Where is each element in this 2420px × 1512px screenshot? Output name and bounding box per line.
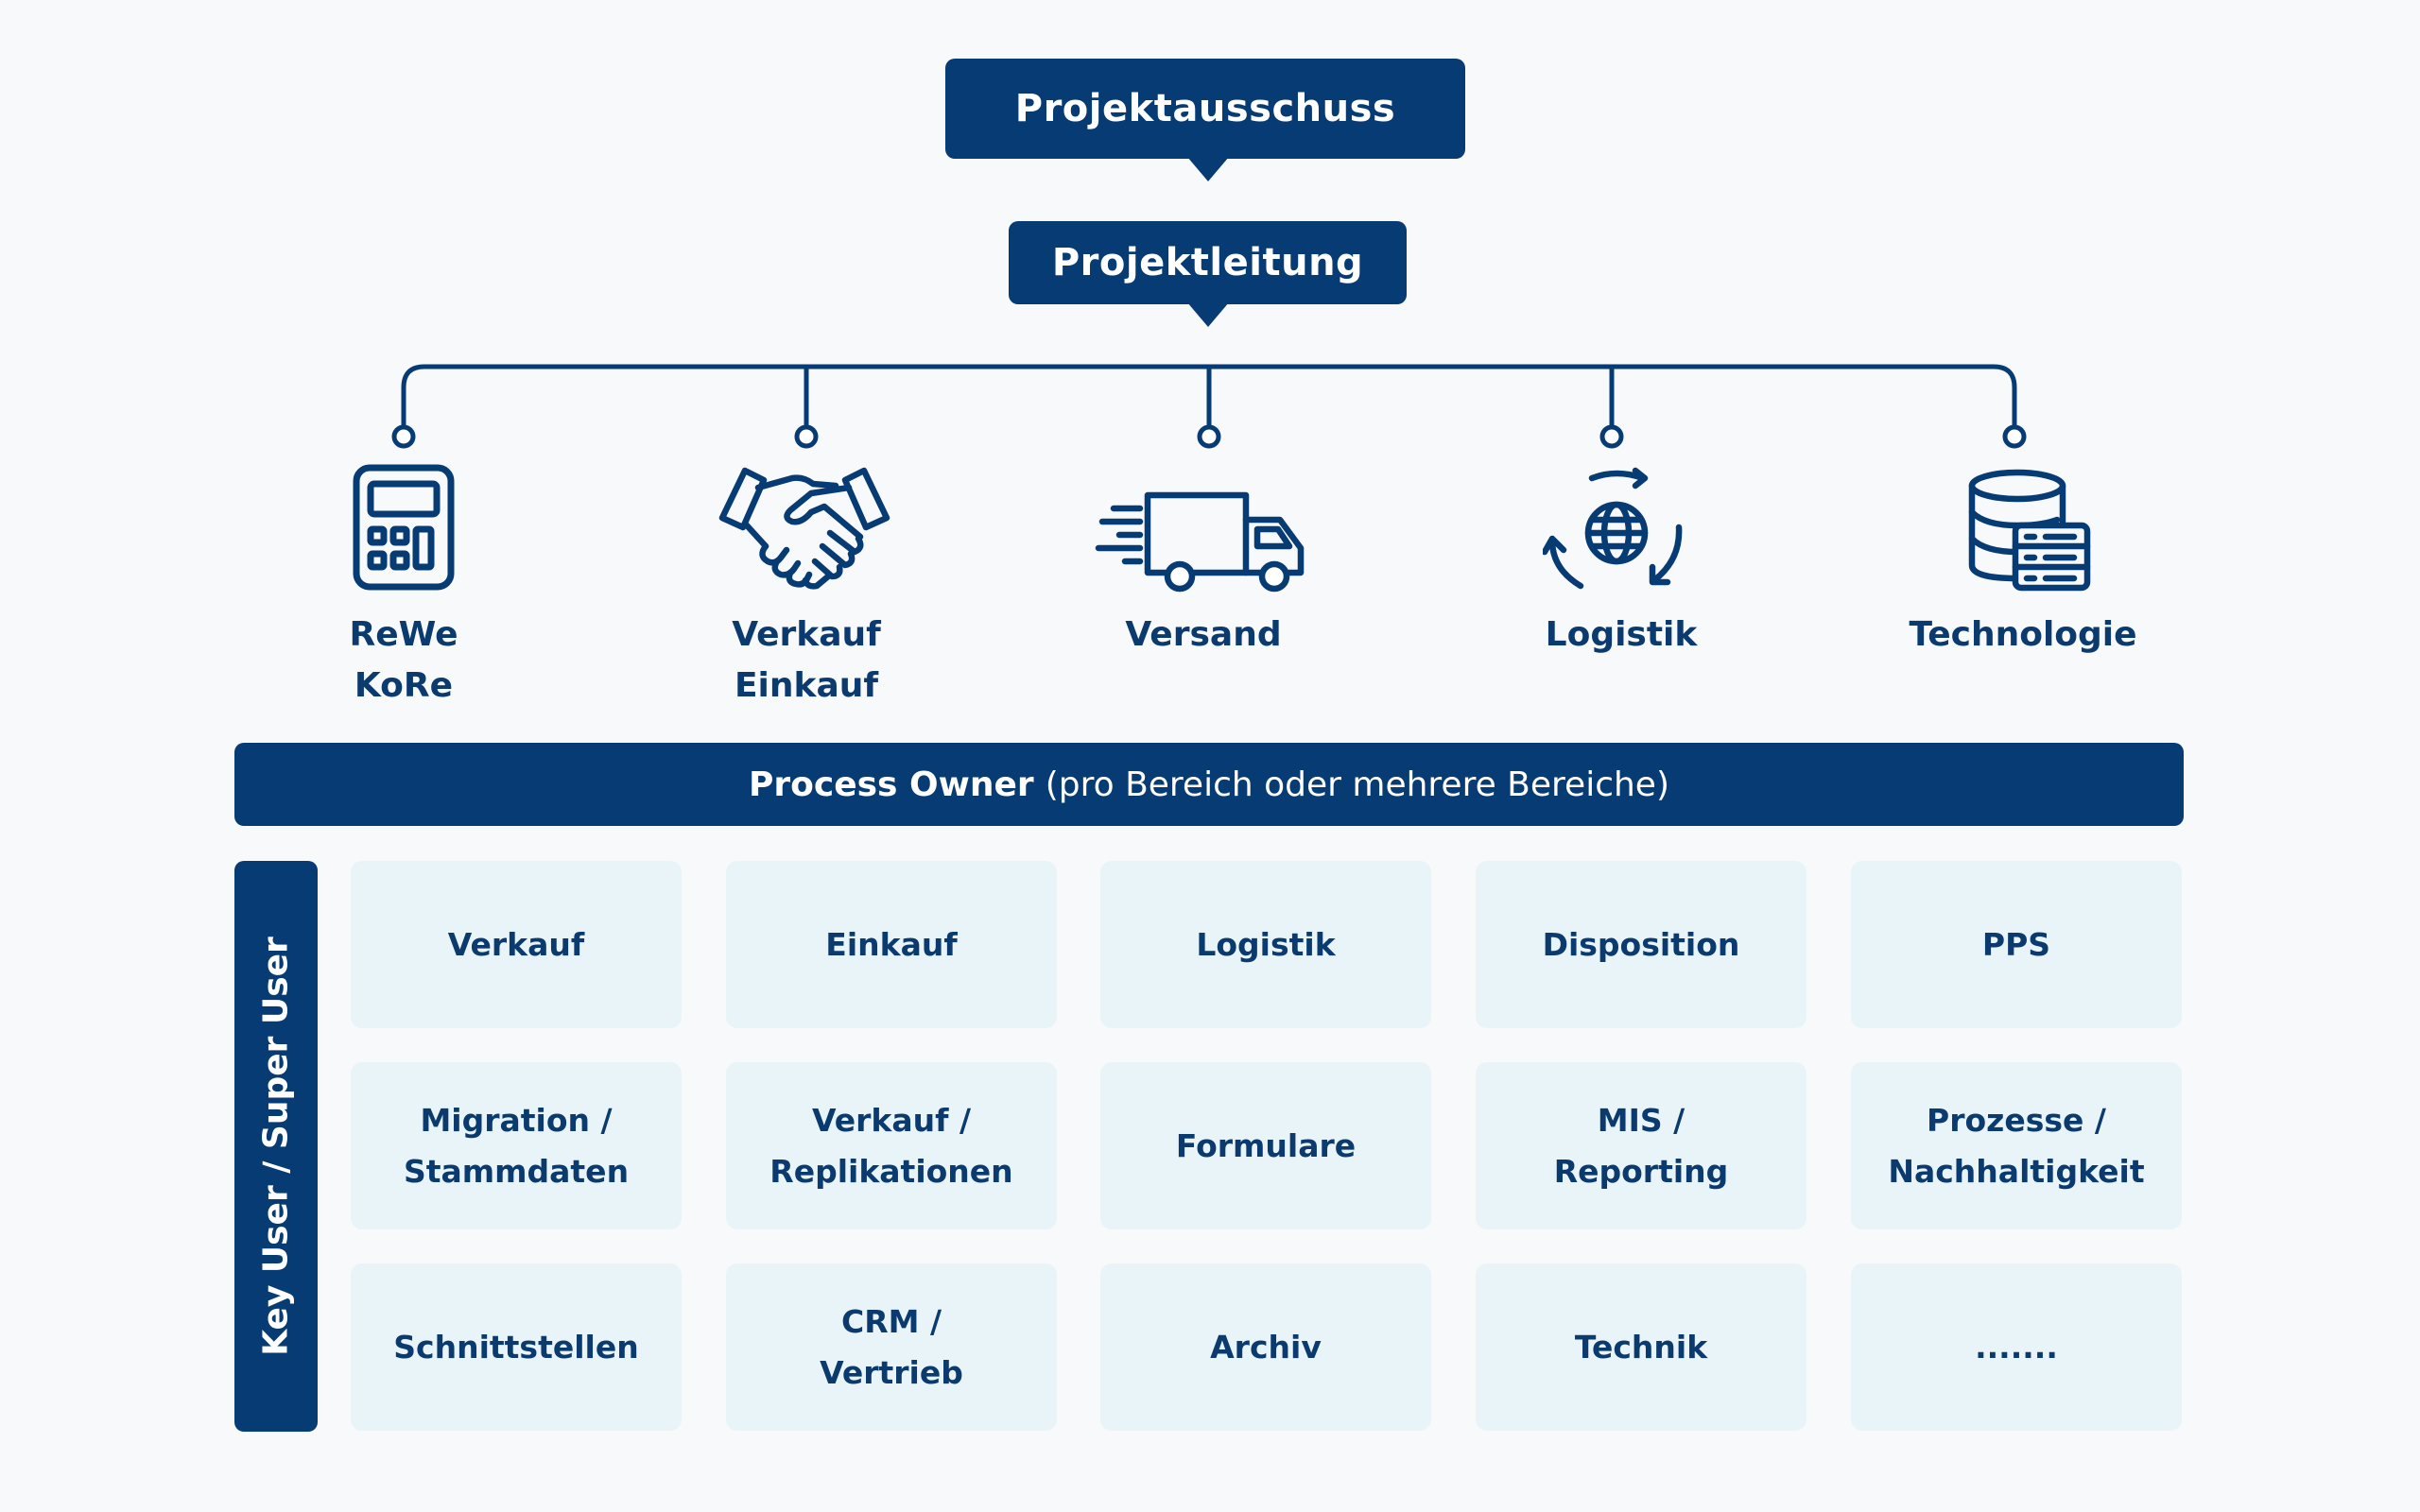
connector-node	[794, 424, 819, 449]
projektleitung-box: Projektleitung	[1009, 221, 1407, 304]
tile-more: .......	[1851, 1263, 2182, 1431]
dept-label-verkauf-einkauf: Verkauf Einkauf	[732, 615, 881, 705]
tile-migration-stammdaten: Migration / Stammdaten	[351, 1062, 682, 1229]
tile-disposition: Disposition	[1476, 861, 1806, 1028]
tile-prozesse-nachhaltigkeit: Prozesse / Nachhaltigkeit	[1851, 1062, 2182, 1229]
tile-verkauf: Verkauf	[351, 861, 682, 1028]
dept-label-rewe-kore: ReWe KoRe	[349, 615, 458, 705]
tile-mis-reporting: MIS / Reporting	[1476, 1062, 1806, 1229]
database-server-icon	[1968, 469, 2091, 592]
handshake-icon	[718, 467, 890, 590]
projektleitung-label: Projektleitung	[1051, 241, 1364, 284]
dept-label-technologie: Technologie	[1909, 615, 2137, 654]
tile-einkauf: Einkauf	[726, 861, 1057, 1028]
tile-crm-vertrieb: CRM / Vertrieb	[726, 1263, 1057, 1431]
calculator-icon	[353, 464, 455, 591]
process-owner-subtitle: (pro Bereich oder mehrere Bereiche)	[1045, 765, 1669, 804]
connector-node	[1197, 424, 1221, 449]
key-user-label: Key User / Super User	[256, 936, 296, 1356]
connector-node	[1599, 424, 1624, 449]
process-owner-bar: Process Owner (pro Bereich oder mehrere …	[234, 743, 2184, 826]
tile-logistik: Logistik	[1100, 861, 1431, 1028]
key-user-bar: Key User / Super User	[234, 861, 318, 1432]
dept-label-logistik: Logistik	[1545, 615, 1698, 654]
tile-pps: PPS	[1851, 861, 2182, 1028]
globe-cycle-icon	[1543, 467, 1683, 590]
projektausschuss-pointer	[1187, 157, 1229, 181]
connector-node	[391, 424, 416, 449]
projektausschuss-box: Projektausschuss	[945, 59, 1465, 159]
projektleitung-pointer	[1187, 302, 1229, 327]
tile-archiv: Archiv	[1100, 1263, 1431, 1431]
tile-technik: Technik	[1476, 1263, 1806, 1431]
dept-label-versand: Versand	[1125, 615, 1282, 654]
projektausschuss-label: Projektausschuss	[1014, 87, 1396, 130]
connector-node	[2002, 424, 2027, 449]
org-connector-lines	[391, 364, 2027, 449]
process-owner-title: Process Owner	[749, 765, 1034, 804]
tile-formulare: Formulare	[1100, 1062, 1431, 1229]
tile-verkauf-replikationen: Verkauf / Replikationen	[726, 1062, 1057, 1229]
delivery-truck-icon	[1095, 491, 1305, 593]
tile-schnittstellen: Schnittstellen	[351, 1263, 682, 1431]
